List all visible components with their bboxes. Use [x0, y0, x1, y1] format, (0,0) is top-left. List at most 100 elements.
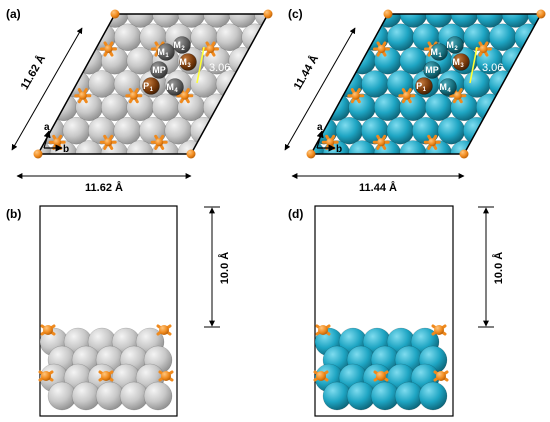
panel-d-adsorbate: [373, 370, 389, 382]
panel-c-host-atom: [476, 14, 504, 28]
panel-c-host-atom: [437, 116, 466, 145]
panel-a-adsorbate: [100, 41, 117, 57]
panel-c-host-atom: [399, 46, 428, 75]
panel-c-adsorbate: [474, 134, 492, 150]
panel-a-host-atom: [152, 14, 180, 28]
panel-d-host-atom: [418, 381, 448, 411]
panel-a-host-atom: [190, 164, 217, 191]
panel-c-host-atom: [527, 46, 541, 75]
panel-c-host-atom: [539, 23, 541, 52]
panel-a-host-atom: [140, 0, 167, 4]
panel-c-host-atom: [463, 70, 491, 98]
panel-a-adsorbate: [202, 41, 219, 57]
bond-marker-c: [469, 46, 478, 84]
bond-marker-a: [196, 46, 205, 84]
width-label-c: 11.44 Å: [359, 181, 397, 194]
bond-length-c: 3.06: [482, 62, 503, 74]
panel-a-host-atom: [38, 93, 52, 122]
panel-c-host-atom: [311, 93, 325, 122]
panel-a-host-atom: [216, 0, 243, 4]
panel-c-label: (c): [288, 7, 303, 21]
panel-c-host-atom: [413, 0, 440, 4]
panel-c-host-atom: [387, 0, 414, 4]
panel-c-host-atom: [361, 70, 389, 98]
panel-a-site-m4: M4: [166, 78, 184, 96]
panel-a-host-atom: [89, 0, 116, 4]
panel-b-adsorbate: [38, 370, 54, 382]
panel-c-adsorbate: [449, 88, 467, 104]
panel-a-host-atom: [267, 0, 294, 4]
slab-side-view-d: [313, 324, 449, 411]
panel-a-adsorbate: [150, 134, 168, 150]
panel-a-host-atom: [203, 14, 231, 28]
panel-a-host-atom: [12, 164, 39, 191]
panel-c-host-atom: [501, 14, 530, 28]
panel-a-site-m1: M1: [157, 43, 175, 61]
panel-c-host-atom: [386, 23, 415, 52]
panel-c-host-atom: [399, 14, 428, 28]
panel-c-host-atom: [489, 0, 516, 4]
panel-a-host-atom: [165, 0, 192, 4]
panel-c-host-atom: [424, 140, 453, 154]
panel-c-host-atom: [540, 0, 550, 4]
panel-a-host-atom: [126, 14, 155, 28]
vacuum-box-b: [39, 205, 178, 417]
panel-c-corner-adsorbate: [536, 9, 546, 19]
panel-a-host-atom: [266, 23, 268, 52]
panel-c-host-atom: [272, 141, 299, 168]
panel-b-adsorbate: [158, 370, 174, 382]
panel-a-host-atom: [37, 164, 64, 191]
panel-a-host-atom: [75, 14, 104, 28]
panel-c-host-atom: [259, 164, 286, 191]
panel-a-host-atom: [164, 116, 193, 145]
panel-a-host-atom: [215, 116, 244, 145]
panel-a-host-atom: [241, 70, 268, 98]
panel-a-corner-adsorbate: [186, 149, 196, 159]
panel-c-host-atom: [386, 116, 415, 145]
panel-a-host-atom: [151, 140, 180, 154]
panel-a-site-mp: MP: [150, 61, 168, 79]
panel-a-host-atom: [100, 93, 129, 122]
bond-length-a: 3.06: [209, 62, 230, 74]
panel-a-host-atom: [228, 93, 256, 122]
panel-c-host-atom: [311, 70, 338, 98]
panel-a-host-atom: [100, 140, 129, 154]
panel-a-adsorbate: [227, 88, 245, 104]
vacuum-label-b: 10.0 Å: [218, 252, 231, 284]
panel-a-host-atom: [0, 164, 13, 191]
panel-c-site-m4: M4: [439, 78, 457, 96]
panel-c-host-atom: [501, 93, 529, 122]
vacuum-box-d: [314, 205, 454, 417]
vacuum-label-d: 10.0 Å: [492, 252, 505, 284]
panel-c-host-atom: [514, 70, 541, 98]
panel-a-host-atom: [242, 0, 269, 4]
panel-c-host-atom: [335, 116, 364, 145]
panel-a-site-m3: M3: [179, 53, 197, 71]
panel-c-corner-adsorbate: [383, 9, 393, 19]
panel-d: (d) 10.0 Å: [288, 205, 505, 417]
panel-c-site-mp: MP: [423, 61, 441, 79]
panel-c-host-atom: [438, 164, 465, 191]
panel-a-host-atom: [88, 70, 116, 98]
axis-b-label-c: b: [336, 144, 342, 155]
panel-c-site-p1: P1: [415, 77, 433, 95]
panel-b-adsorbate: [98, 370, 114, 382]
panel-c-adsorbate: [398, 88, 416, 104]
panel-a-site-m2: M2: [173, 36, 191, 54]
panel-a-host-atom: [215, 23, 244, 52]
panel-a-host-atom: [114, 0, 141, 4]
panel-a-host-atom: [190, 70, 218, 98]
panel-c-adsorbate: [400, 0, 414, 8]
panel-a-slab-top: [0, 0, 294, 191]
panel-a-adsorbate: [127, 0, 141, 8]
height-dimension-a: [11, 27, 83, 151]
panel-b-adsorbate: [40, 324, 56, 336]
panel-c-host-atom: [425, 14, 453, 28]
slab-side-view-b: [38, 324, 174, 411]
panel-a-host-atom: [38, 116, 40, 145]
panel-c-host-atom: [475, 140, 504, 154]
panel-a-host-atom: [62, 116, 91, 145]
panel-a-host-atom: [151, 93, 180, 122]
